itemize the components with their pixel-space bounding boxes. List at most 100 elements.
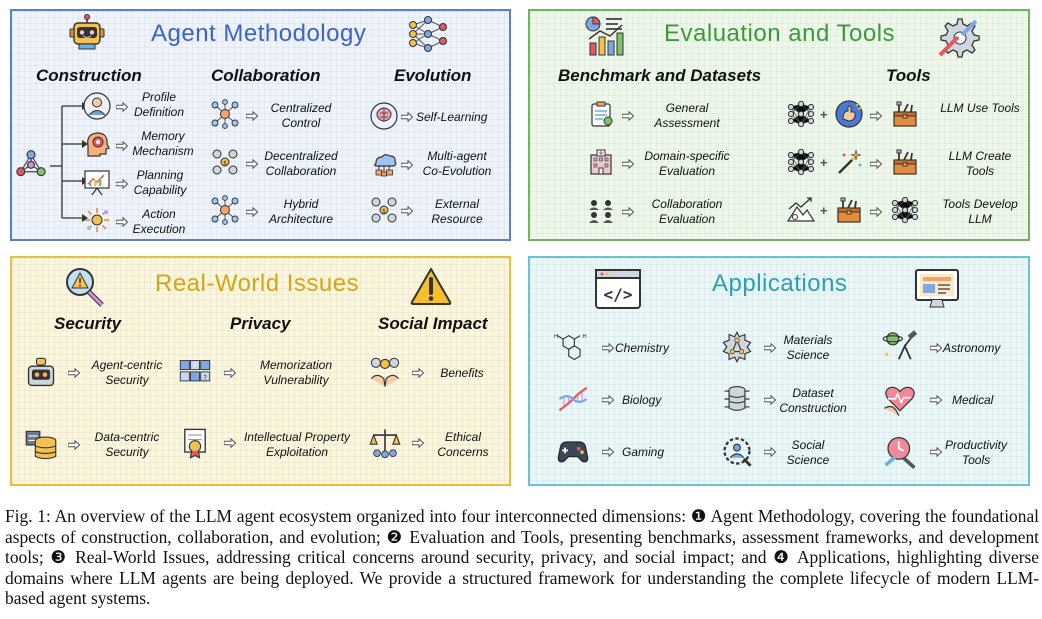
database-icon [24, 428, 58, 462]
llm-network-icon [786, 147, 816, 177]
item-centralized-control: Centralized Control [270, 101, 332, 130]
figure-caption: Fig. 1: An overview of the LLM agent eco… [5, 506, 1039, 608]
productivity-tools-icon [882, 434, 918, 470]
tools-header: Tools [886, 66, 931, 85]
chart-icon [584, 15, 626, 57]
item-hybrid-architecture: Hybrid Architecture [268, 197, 334, 226]
item-collaboration-evaluation: Collaboration Evaluation [651, 197, 723, 226]
item-chemistry: Chemistry [615, 341, 670, 355]
arrow-icon [622, 207, 634, 217]
resource-gears-icon [369, 195, 399, 225]
llm-network-icon [890, 195, 920, 225]
item-gaming: Gaming [622, 445, 665, 459]
robot-icon [68, 13, 106, 51]
collaboration-header: Collaboration [211, 66, 321, 85]
plus-sign: + [820, 155, 828, 170]
hybrid-network-icon [210, 195, 240, 225]
scales-icon [368, 426, 402, 460]
arrow-icon [68, 440, 80, 450]
panel-real-world-issues: Real-World Issues Security Privacy Socia… [10, 256, 511, 486]
hospital-icon [586, 147, 616, 177]
social-impact-header: Social Impact [378, 314, 488, 333]
arrow-icon [870, 111, 882, 121]
social-network-icon [720, 434, 754, 468]
arrow-icon [401, 112, 413, 122]
item-action-execution: Action Execution [132, 207, 186, 236]
panel-title: Real-World Issues [155, 270, 360, 297]
arrow-icon [602, 343, 614, 353]
warning-icon [409, 266, 453, 306]
robot-agent-icon [24, 356, 58, 390]
item-domain-specific-evaluation: Domain-specific Evaluation [644, 149, 730, 178]
item-dataset-construction: Dataset Construction [779, 386, 847, 415]
item-decentralized-collaboration: Decentralized Collaboration [264, 149, 338, 178]
decentralized-network-icon [210, 147, 240, 177]
head-brain-icon [82, 129, 112, 159]
item-ethical-concerns: Ethical Concerns [437, 430, 489, 459]
gear-wrench-icon [936, 15, 980, 59]
panel-title: Evaluation and Tools [664, 20, 896, 47]
arrow-icon [246, 111, 258, 121]
plus-sign: + [820, 203, 828, 218]
item-materials-science: Materials Science [783, 333, 833, 362]
arrow-icon [68, 368, 80, 378]
arrow-icon [246, 159, 258, 169]
arrow-icon [246, 207, 258, 217]
item-llm-create-tools: LLM Create Tools [948, 149, 1012, 178]
arrow-icon [622, 111, 634, 121]
arrow-icon [930, 343, 942, 353]
hand-tap-icon [834, 99, 864, 129]
panel-applications: </> Applications Chemistry Materials Sci… [528, 256, 1030, 486]
centralized-network-icon [210, 99, 240, 129]
medical-heart-icon [882, 382, 918, 418]
arrow-icon [224, 368, 236, 378]
panel-title: Applications [712, 270, 848, 297]
item-profile-definition: Profile Definition [133, 90, 185, 119]
cloud-network-icon [369, 149, 399, 179]
arrow-icon [764, 447, 776, 457]
memory-tiles-icon [178, 356, 212, 390]
item-biology: Biology [622, 393, 662, 407]
item-memory-mechanism: Memory Mechanism [132, 129, 194, 158]
code-icon: </> [594, 268, 642, 310]
gamepad-icon [554, 434, 592, 468]
toolbox-icon [890, 99, 920, 129]
item-general-assessment: General Assessment [654, 101, 720, 130]
plus-sign: + [820, 107, 828, 122]
telescope-planet-icon [882, 328, 918, 364]
arrow-icon [412, 368, 424, 378]
item-tools-develop-llm: Tools Develop LLM [942, 197, 1018, 226]
magnifier-warning-icon [62, 264, 106, 308]
certificate-icon [178, 426, 212, 460]
arrow-icon [622, 159, 634, 169]
item-self-learning: Self-Learning [416, 110, 488, 124]
growth-chart-icon [786, 195, 816, 225]
panel-title: Agent Methodology [151, 20, 367, 47]
item-astronomy: Astronomy [943, 341, 1001, 355]
brain-icon [369, 101, 399, 131]
arrow-icon [930, 395, 942, 405]
monitor-icon [914, 268, 960, 310]
toolbox-icon [890, 147, 920, 177]
planning-board-icon [82, 167, 112, 197]
chemistry-hexagon-icon [554, 330, 588, 364]
action-spark-icon [82, 205, 112, 235]
item-data-centric-security: Data-centric Security [94, 430, 160, 459]
magic-wand-icon [834, 147, 864, 177]
item-social-science: Social Science [786, 438, 830, 467]
panel-evaluation-and-tools: Evaluation and Tools Benchmark and Datas… [528, 9, 1030, 241]
arrow-icon [401, 160, 413, 170]
evolution-header: Evolution [394, 66, 472, 85]
group-icon [586, 195, 616, 225]
dna-icon [554, 382, 592, 416]
panel-agent-methodology: Agent Methodology Construction Collabora… [10, 9, 511, 241]
item-benefits: Benefits [440, 366, 484, 380]
arrow-icon [870, 159, 882, 169]
arrow-icon [764, 343, 776, 353]
svg-text:</>: </> [604, 285, 633, 304]
arrow-icon [602, 395, 614, 405]
database-chip-icon [720, 382, 754, 416]
construction-header: Construction [36, 66, 142, 85]
clipboard-icon [586, 99, 616, 129]
benefits-icon [368, 356, 402, 390]
